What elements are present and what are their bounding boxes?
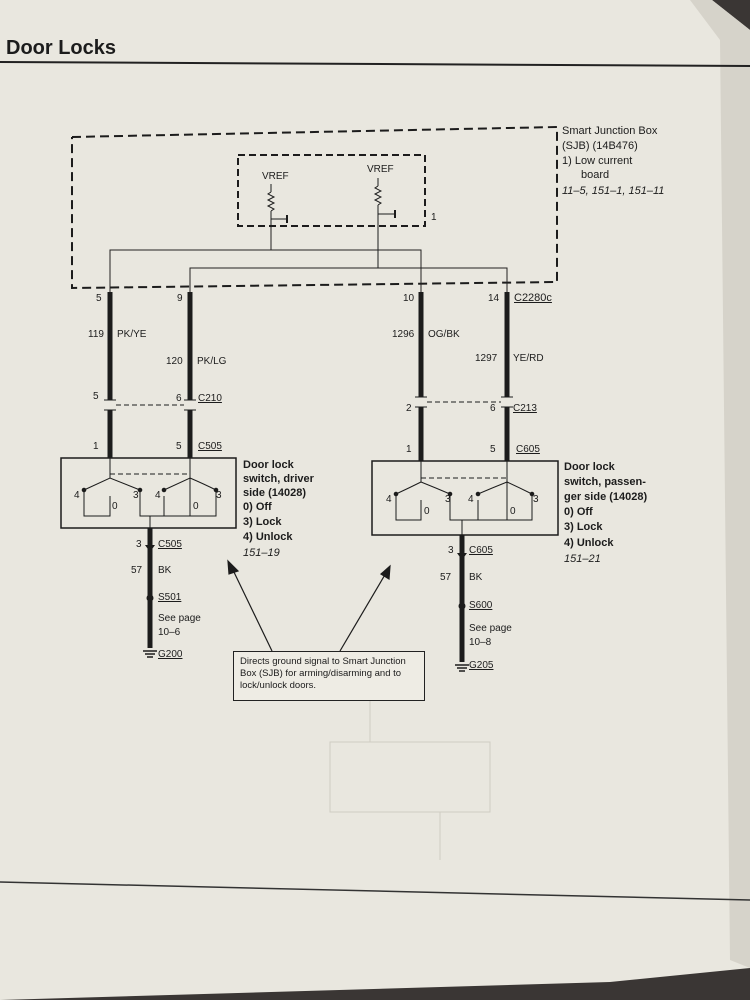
sjb-pin-5: 5 bbox=[96, 293, 102, 304]
passenger-switch-pos-0: 0) Off bbox=[564, 506, 593, 518]
c505-label: C505 bbox=[198, 441, 222, 452]
driver-switch-pos-0: 0) Off bbox=[243, 501, 272, 513]
passenger-switch-pos-4: 4) Unlock bbox=[564, 537, 614, 549]
driver-ground-color: BK bbox=[158, 565, 172, 576]
sjb-item-1a: 1) Low current bbox=[562, 155, 633, 167]
driver-see-page-ref: 10–6 bbox=[158, 627, 181, 638]
passenger-switch-title-1: Door lock bbox=[564, 461, 615, 473]
passenger-switch-box bbox=[371, 460, 559, 536]
passenger-see-page: See page bbox=[469, 623, 512, 634]
c210-pin-left: 5 bbox=[93, 391, 99, 402]
driver-mark-0b: 0 bbox=[193, 501, 199, 512]
vref-label-left: VREF bbox=[262, 171, 289, 182]
low-current-board-box bbox=[237, 154, 426, 227]
sjb-item-1b: board bbox=[581, 169, 610, 181]
driver-mark-0a: 0 bbox=[112, 501, 118, 512]
wire-color-119: PK/YE bbox=[117, 329, 147, 340]
c505-pin-right: 5 bbox=[176, 441, 182, 452]
vref-resistor-left bbox=[266, 184, 288, 228]
driver-switch-contacts bbox=[81, 458, 219, 528]
passenger-switch-ref: 151–21 bbox=[564, 553, 601, 565]
footer-rule bbox=[0, 881, 750, 901]
driver-ground-id: G200 bbox=[158, 649, 183, 660]
driver-splice: S501 bbox=[158, 592, 182, 603]
sjb-pin-14: 14 bbox=[488, 293, 500, 304]
passenger-mark-0b: 0 bbox=[510, 506, 516, 517]
driver-see-page: See page bbox=[158, 613, 201, 624]
sjb-internal-wiring bbox=[109, 228, 508, 292]
c605-pin-left: 1 bbox=[406, 444, 412, 455]
sjb-pin-10: 10 bbox=[403, 293, 415, 304]
sjb-refs: 11–5, 151–1, 151–11 bbox=[562, 185, 665, 197]
driver-switch-title-2: switch, driver bbox=[243, 473, 314, 485]
passenger-mark-4b: 4 bbox=[468, 494, 474, 505]
passenger-ground-symbol bbox=[455, 664, 469, 672]
show-through bbox=[329, 700, 491, 860]
driver-mark-3a: 3 bbox=[133, 490, 139, 501]
harness-wires bbox=[107, 292, 510, 461]
driver-ground-symbol bbox=[143, 650, 157, 658]
c605-pin-right: 5 bbox=[490, 444, 496, 455]
callout-arrows bbox=[227, 559, 391, 652]
sjb-connector: C2280c bbox=[514, 292, 552, 304]
passenger-see-page-ref: 10–8 bbox=[469, 637, 492, 648]
wire-circuit-119: 119 bbox=[88, 329, 104, 340]
passenger-ground-color: BK bbox=[469, 572, 483, 583]
c213-label: C213 bbox=[513, 403, 537, 414]
driver-switch-title-3: side (14028) bbox=[243, 487, 306, 499]
board-label: 1 bbox=[431, 212, 437, 223]
c605-label: C605 bbox=[516, 444, 540, 455]
wire-circuit-120: 120 bbox=[166, 356, 183, 367]
passenger-mark-3b: 3 bbox=[533, 494, 539, 505]
c210-label: C210 bbox=[198, 393, 222, 404]
wire-color-1297: YE/RD bbox=[513, 353, 544, 364]
wire-circuit-1297: 1297 bbox=[475, 353, 498, 364]
driver-switch-pos-4: 4) Unlock bbox=[243, 531, 293, 543]
passenger-ground-pin: 3 bbox=[448, 545, 454, 556]
header-rule bbox=[0, 61, 750, 67]
driver-mark-4a: 4 bbox=[74, 490, 80, 501]
passenger-mark-4a: 4 bbox=[386, 494, 392, 505]
wire-color-1296: OG/BK bbox=[428, 329, 460, 340]
page-title: Door Locks bbox=[6, 37, 117, 59]
c505-pin-left: 1 bbox=[93, 441, 99, 452]
vref-label-right: VREF bbox=[367, 164, 394, 175]
inline-connector-marks bbox=[104, 396, 513, 411]
sjb-pin-9: 9 bbox=[177, 293, 183, 304]
callout-note: Directs ground signal to Smart Junction … bbox=[233, 651, 425, 701]
driver-mark-4b: 4 bbox=[155, 490, 161, 501]
sjb-dashed-box bbox=[71, 125, 558, 290]
driver-ground-circuit: 57 bbox=[131, 565, 143, 576]
driver-ground-connector: C505 bbox=[158, 539, 182, 550]
sjb-title: Smart Junction Box bbox=[562, 125, 658, 137]
driver-switch-title-1: Door lock bbox=[243, 459, 294, 471]
driver-ground-pin: 3 bbox=[136, 539, 142, 550]
driver-switch-ref: 151–19 bbox=[243, 547, 280, 559]
passenger-switch-contacts bbox=[393, 461, 535, 535]
passenger-ground-circuit: 57 bbox=[440, 572, 452, 583]
passenger-mark-0a: 0 bbox=[424, 506, 430, 517]
c213-pin-right: 6 bbox=[490, 403, 496, 414]
passenger-switch-title-3: ger side (14028) bbox=[564, 491, 648, 503]
wire-circuit-1296: 1296 bbox=[392, 329, 415, 340]
c210-pin-right: 6 bbox=[176, 393, 182, 404]
passenger-ground-connector: C605 bbox=[469, 545, 493, 556]
passenger-switch-pos-3: 3) Lock bbox=[564, 521, 603, 533]
driver-mark-3b: 3 bbox=[216, 490, 222, 501]
sjb-title-2: (SJB) (14B476) bbox=[562, 140, 638, 152]
wire-color-120: PK/LG bbox=[197, 356, 227, 367]
vref-resistor-right bbox=[373, 178, 396, 268]
passenger-mark-3a: 3 bbox=[445, 494, 451, 505]
passenger-switch-title-2: switch, passen- bbox=[564, 476, 646, 488]
driver-switch-pos-3: 3) Lock bbox=[243, 516, 282, 528]
c213-pin-left: 2 bbox=[406, 403, 412, 414]
passenger-ground-id: G205 bbox=[469, 660, 494, 671]
passenger-splice: S600 bbox=[469, 600, 493, 611]
